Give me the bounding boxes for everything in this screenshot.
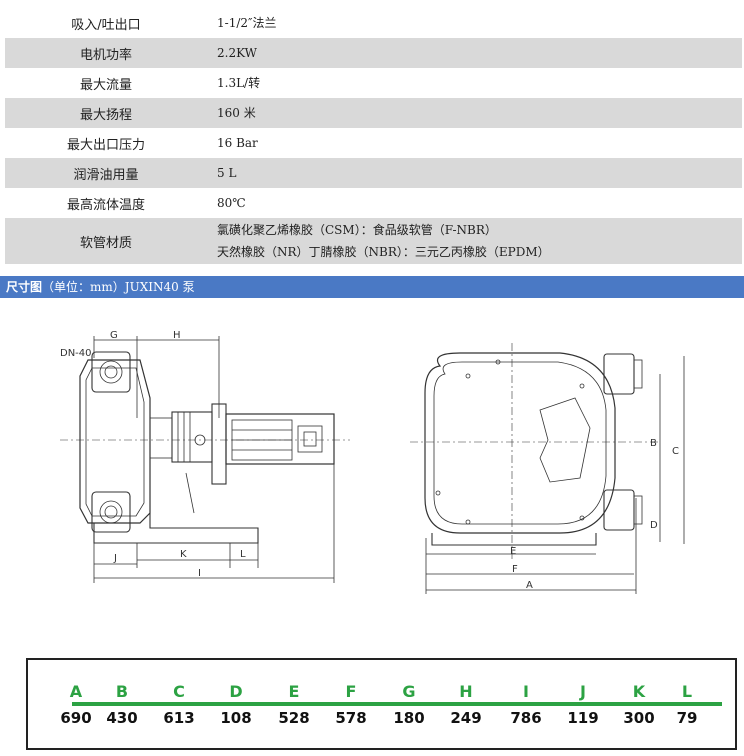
side-view	[60, 336, 350, 583]
accent-line	[72, 702, 722, 706]
banner-subtitle: （单位：mm）JUXIN40 泵	[42, 280, 195, 294]
front-view	[410, 343, 685, 594]
dim-col-i: I 786	[501, 660, 551, 727]
dim-letter: C	[173, 682, 185, 701]
dim-value: 249	[450, 709, 482, 727]
spec-label: 软管材质	[79, 235, 132, 251]
dim-letter: D	[229, 682, 243, 701]
spec-row-flow: 最大流量 1.3L/转	[5, 68, 742, 98]
dim-col-j: J 119	[558, 660, 608, 727]
spec-row-temp: 最高流体温度 80℃	[5, 188, 742, 218]
spec-label: 最大扬程	[79, 107, 132, 123]
dim-value: 786	[510, 709, 542, 727]
dim-col-f: F 578	[326, 660, 376, 727]
spec-row-motor: 电机功率 2.2KW	[5, 38, 742, 68]
label-a: A	[526, 580, 533, 591]
spec-row-inlet: 吸入/吐出口 1-1/2″法兰	[5, 8, 742, 38]
dim-value: 79	[676, 709, 698, 727]
label-d: D	[650, 520, 658, 531]
dim-value: 119	[567, 709, 599, 727]
dim-value: 108	[220, 709, 252, 727]
dim-col-k: K 300	[614, 660, 664, 727]
dim-value: 578	[335, 709, 367, 727]
dim-col-h: H 249	[441, 660, 491, 727]
spec-row-hose: 软管材质 氯磺化聚乙烯橡胶（CSM）：食品级软管（F-NBR） 天然橡胶（NR）…	[5, 218, 742, 264]
spec-value: 160 米	[217, 106, 256, 120]
spec-value: 80℃	[217, 196, 246, 210]
spec-label: 吸入/吐出口	[71, 17, 141, 33]
dim-letter: K	[632, 682, 646, 701]
label-j: J	[113, 553, 117, 564]
spec-table: 吸入/吐出口 1-1/2″法兰 电机功率 2.2KW 最大流量 1.3L/转 最…	[5, 8, 742, 264]
label-i: I	[198, 568, 201, 579]
dim-letter: L	[681, 682, 693, 701]
dim-letter: B	[115, 682, 129, 701]
label-k: K	[180, 549, 187, 560]
dim-col-g: G 180	[384, 660, 434, 727]
dim-value: 690	[60, 709, 92, 727]
spec-value-line: 氯磺化聚乙烯橡胶（CSM）：食品级软管（F-NBR）	[217, 223, 497, 237]
spec-value: 1-1/2″法兰	[217, 16, 277, 30]
dim-letter: E	[288, 682, 300, 701]
dim-value: 180	[393, 709, 425, 727]
spec-value: 5 L	[217, 166, 237, 180]
label-h: H	[173, 330, 181, 341]
spec-row-oil: 润滑油用量 5 L	[5, 158, 742, 188]
label-l: L	[240, 549, 246, 560]
dim-col-c: C 613	[154, 660, 204, 727]
dim-letter: F	[345, 682, 357, 701]
dim-col-e: E 528	[269, 660, 319, 727]
spec-label: 润滑油用量	[73, 167, 139, 183]
label-g: G	[110, 330, 118, 341]
dim-col-l: L 79	[662, 660, 712, 727]
spec-value: 16 Bar	[217, 136, 258, 150]
spec-label: 最高流体温度	[66, 197, 145, 213]
label-e: E	[510, 546, 516, 557]
dim-col-b: B 430	[97, 660, 147, 727]
dim-value: 528	[278, 709, 310, 727]
spec-value-multiline: 氯磺化聚乙烯橡胶（CSM）：食品级软管（F-NBR） 天然橡胶（NR）丁腈橡胶（…	[207, 219, 550, 263]
dim-value: 300	[623, 709, 655, 727]
spec-label: 最大流量	[79, 77, 132, 93]
dimension-drawing: DN-40 G H J K L I A B C D E F	[60, 330, 685, 594]
dim-letter: I	[523, 682, 529, 701]
spec-label: 电机功率	[79, 47, 132, 63]
dim-letter: H	[459, 682, 473, 701]
spec-row-pressure: 最大出口压力 16 Bar	[5, 128, 742, 158]
dim-letter: J	[580, 682, 586, 701]
section-banner: 尺寸图（单位：mm）JUXIN40 泵	[0, 276, 744, 298]
label-f: F	[512, 564, 518, 575]
spec-value-line: 天然橡胶（NR）丁腈橡胶（NBR）：三元乙丙橡胶（EPDM）	[217, 245, 550, 259]
spec-row-head: 最大扬程 160 米	[5, 98, 742, 128]
spec-value: 2.2KW	[217, 46, 257, 60]
dim-col-a: A 690	[51, 660, 101, 727]
dim-letter: G	[402, 682, 416, 701]
dim-letter: A	[69, 682, 83, 701]
dim-col-d: D 108	[211, 660, 261, 727]
dim-value: 613	[163, 709, 195, 727]
banner-title: 尺寸图	[6, 280, 43, 294]
spec-label: 最大出口压力	[66, 137, 145, 153]
dim-value: 430	[106, 709, 138, 727]
label-b: B	[650, 438, 657, 449]
label-dn40: DN-40	[60, 348, 92, 359]
spec-value: 1.3L/转	[217, 76, 261, 90]
label-c: C	[672, 446, 679, 457]
